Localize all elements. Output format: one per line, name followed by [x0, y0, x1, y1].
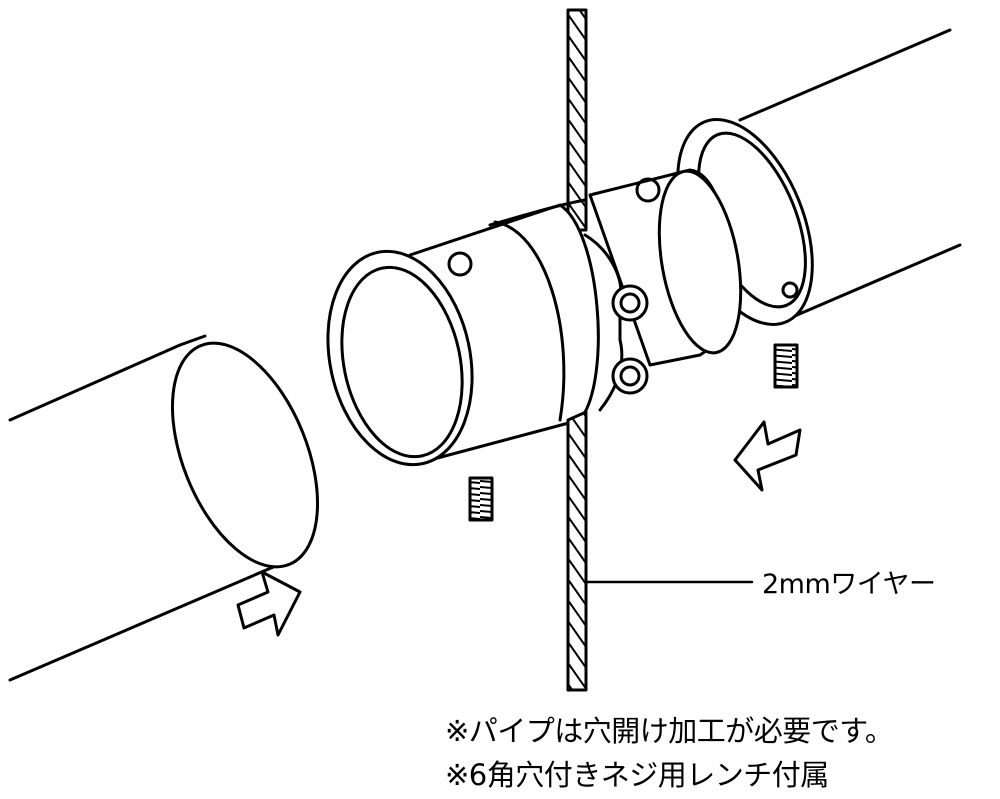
hex-bolt-lower-icon [611, 357, 649, 395]
note-wrench-included: ※6角穴付きネジ用レンチ付属 [445, 758, 829, 792]
joint-left-half [326, 198, 600, 467]
note-drilling-required: ※パイプは穴開け加工が必要です。 [445, 714, 894, 748]
joint-right-half [588, 168, 743, 367]
grub-screw-right-icon [773, 343, 799, 389]
wire-label: 2mmワイヤー [762, 569, 936, 600]
right-pipe-hole-icon [781, 281, 799, 299]
hex-bolt-upper-icon [611, 284, 649, 322]
left-pipe [8, 334, 320, 682]
wire-upper [566, 8, 588, 232]
wire-lower [566, 410, 588, 692]
set-screw-hole-icon [635, 177, 661, 203]
arrow-left-icon [733, 420, 802, 492]
grub-screw-left-icon [468, 476, 494, 522]
set-screw-hole-icon [447, 251, 473, 277]
clamp-bolts [583, 233, 649, 412]
arrow-right-icon [236, 570, 302, 637]
